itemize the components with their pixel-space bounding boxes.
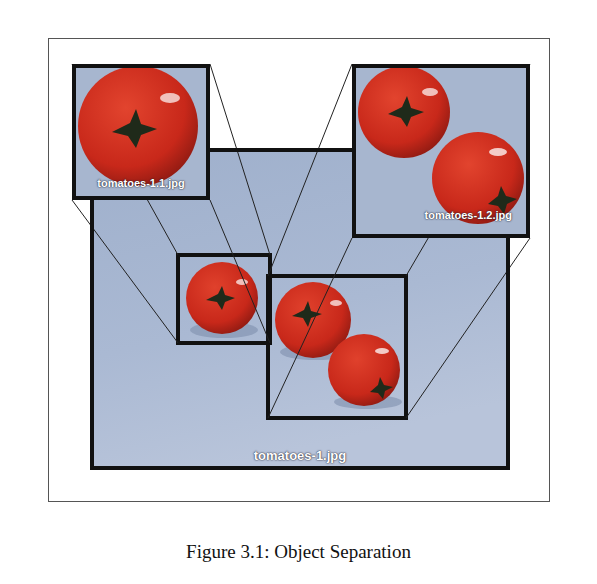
file-label: tomatoes-1.jpg xyxy=(254,449,346,464)
tomatoes xyxy=(186,262,402,409)
inset-photo xyxy=(352,64,530,238)
selection-box xyxy=(178,255,270,343)
inset-photo xyxy=(72,64,210,200)
figure-caption: Figure 3.1: Object Separation xyxy=(0,541,597,563)
selection-box xyxy=(268,276,406,418)
file-label: tomatoes-1.2.jpg xyxy=(425,209,512,222)
file-label: tomatoes-1.1.jpg xyxy=(97,177,184,190)
figure-frame xyxy=(49,39,550,502)
zoom-lines xyxy=(72,64,530,418)
inset-frame: tomatoes-1.2.jpg xyxy=(352,64,530,238)
inset-frame: tomatoes-1.1.jpg xyxy=(72,64,210,200)
